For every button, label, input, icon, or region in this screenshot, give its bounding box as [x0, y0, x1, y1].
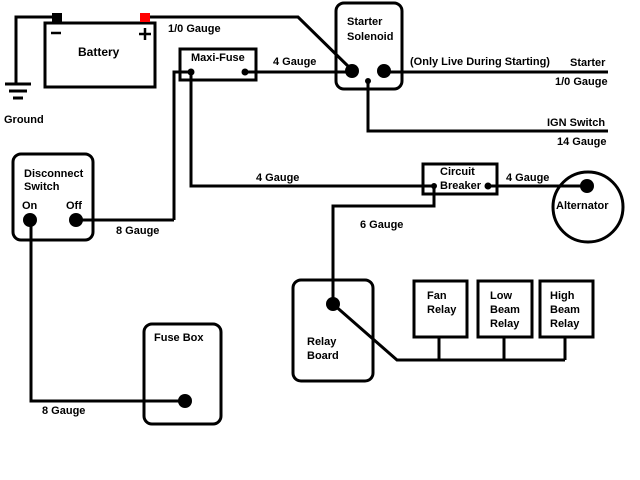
solenoid-note: (Only Live During Starting): [410, 56, 550, 68]
fan-relay-label-2: Relay: [427, 304, 457, 316]
low-beam-label-2: Beam: [490, 304, 520, 316]
fan-relay-label-1: Fan: [427, 290, 447, 302]
breaker-label-1: Circuit: [440, 166, 475, 178]
fuse-box-label: Fuse Box: [154, 332, 204, 344]
solenoid-terminal-battery: [345, 64, 359, 78]
ign-wire: [366, 80, 608, 133]
alternator-circle: [551, 170, 625, 244]
battery-label: Battery: [78, 45, 120, 59]
solenoid-label-2: Solenoid: [347, 31, 394, 43]
battery-wire-gauge: 1/0 Gauge: [168, 23, 221, 35]
relay-board-terminal: [326, 297, 340, 311]
ground-label: Ground: [4, 114, 44, 126]
switch-fusebox-gauge: 8 Gauge: [42, 405, 86, 417]
maxi-fuse-box: [178, 47, 258, 82]
circuit-breaker-box: [421, 162, 499, 196]
relay-bus-wire: [332, 302, 565, 362]
high-beam-relay-box: [538, 279, 595, 339]
ign-label: IGN Switch: [547, 117, 606, 129]
battery-positive-terminal: [140, 13, 150, 22]
fuse-breaker-gauge: 4 Gauge: [256, 172, 300, 184]
relay-board-label-1: Relay: [307, 336, 337, 348]
switch-label-1: Disconnect: [24, 168, 84, 180]
low-beam-label-3: Relay: [490, 318, 520, 330]
switch-off-label: Off: [66, 200, 82, 212]
high-beam-label-1: High: [550, 290, 575, 302]
battery-box: [43, 21, 157, 89]
alternator-label: Alternator: [556, 200, 609, 212]
fuse-solenoid-gauge: 4 Gauge: [273, 56, 317, 68]
fuse-box-terminal: [178, 394, 192, 408]
breaker-alternator-gauge: 4 Gauge: [506, 172, 550, 184]
breaker-terminal-left: [431, 183, 437, 189]
breaker-to-relayboard-wire: [331, 186, 436, 304]
solenoid-terminal-starter: [377, 64, 391, 78]
ground-wire: [14, 15, 55, 84]
breaker-terminal-right: [484, 182, 492, 190]
switch-on-label: On: [22, 200, 38, 212]
high-beam-label-3: Relay: [550, 318, 580, 330]
low-beam-label-1: Low: [490, 290, 512, 302]
switch-label-2: Switch: [24, 181, 60, 193]
high-beam-label-2: Beam: [550, 304, 580, 316]
alternator-terminal: [580, 179, 594, 193]
fuse-to-breaker-wire: [189, 72, 434, 188]
fuse-to-switch-wire: [172, 70, 191, 220]
relay-board-label-2: Board: [307, 350, 339, 362]
maxi-fuse-label: Maxi-Fuse: [191, 52, 245, 64]
fan-relay-box: [412, 279, 469, 339]
ign-gauge: 14 Gauge: [557, 136, 607, 148]
fuse-box: [142, 322, 223, 426]
breaker-relayboard-gauge: 6 Gauge: [360, 219, 404, 231]
relay-board-box: [291, 278, 375, 383]
starter-label: Starter: [570, 57, 606, 69]
switch-terminal-on: [23, 213, 37, 227]
switch-fuse-gauge: 8 Gauge: [116, 225, 160, 237]
solenoid-label-1: Starter: [347, 16, 383, 28]
solenoid-terminal-ign: [365, 78, 371, 84]
maxi-fuse-terminal-right: [241, 68, 249, 76]
disconnect-switch-box: [11, 152, 95, 242]
maxi-fuse-terminal-left: [187, 68, 195, 76]
low-beam-relay-box: [476, 279, 534, 339]
switch-to-fusebox-wire: [29, 220, 185, 403]
starter-gauge: 1/0 Gauge: [555, 76, 608, 88]
battery-negative-terminal: [52, 13, 62, 22]
switch-terminal-off: [69, 213, 83, 227]
breaker-label-2: Breaker: [440, 180, 481, 192]
